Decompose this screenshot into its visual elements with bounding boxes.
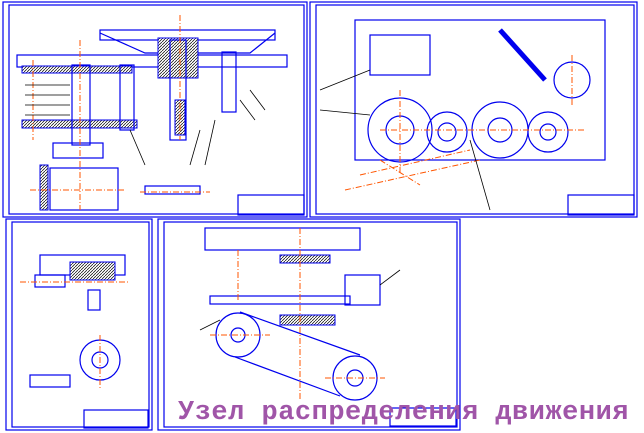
sheet-4-belt-drive [157, 218, 461, 431]
sheet-2-gear-train-view [309, 1, 638, 218]
drawing-caption: Узел распределения движения [178, 398, 629, 428]
sheet-1-assembly-section [2, 1, 308, 218]
sheet-3-detail [5, 218, 153, 431]
